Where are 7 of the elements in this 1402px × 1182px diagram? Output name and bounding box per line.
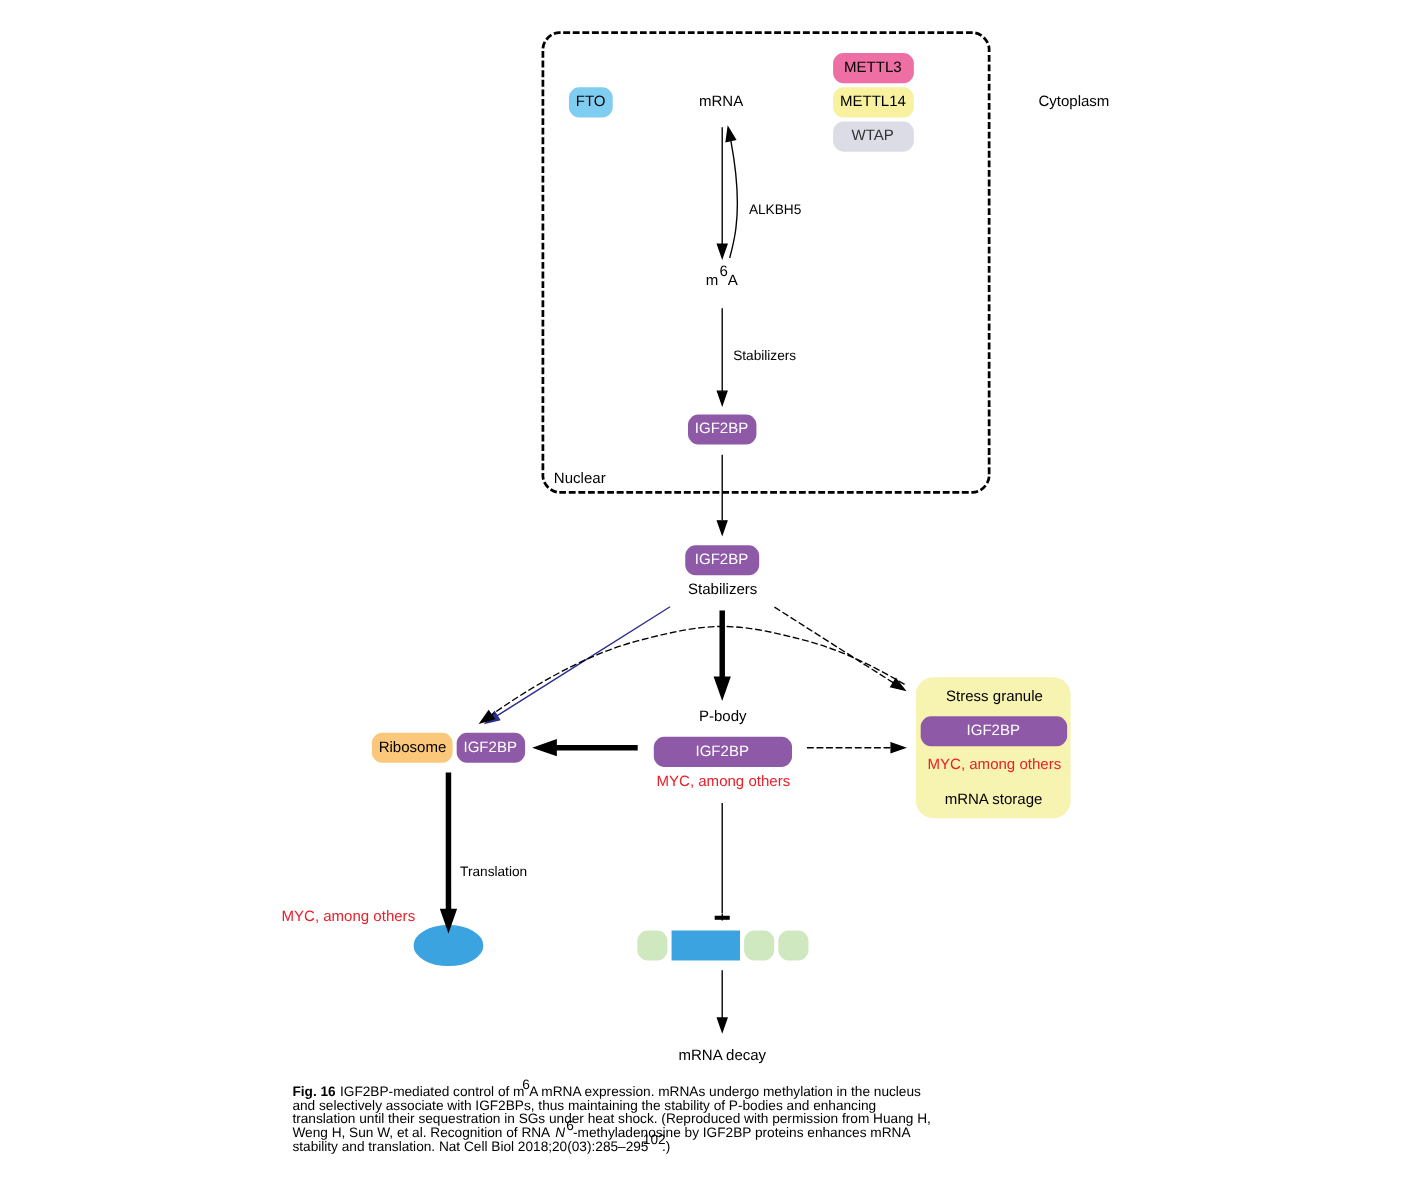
node-label: MYC, among others xyxy=(656,771,791,790)
node-label: MYC, among others xyxy=(281,907,416,926)
node-text: mRNA decay xyxy=(678,1046,767,1065)
node-text: mRNA xyxy=(698,92,744,111)
node-label: P-body xyxy=(698,707,747,726)
node-label: Stabilizers xyxy=(688,580,758,599)
label: Cytoplasm xyxy=(1038,92,1110,111)
